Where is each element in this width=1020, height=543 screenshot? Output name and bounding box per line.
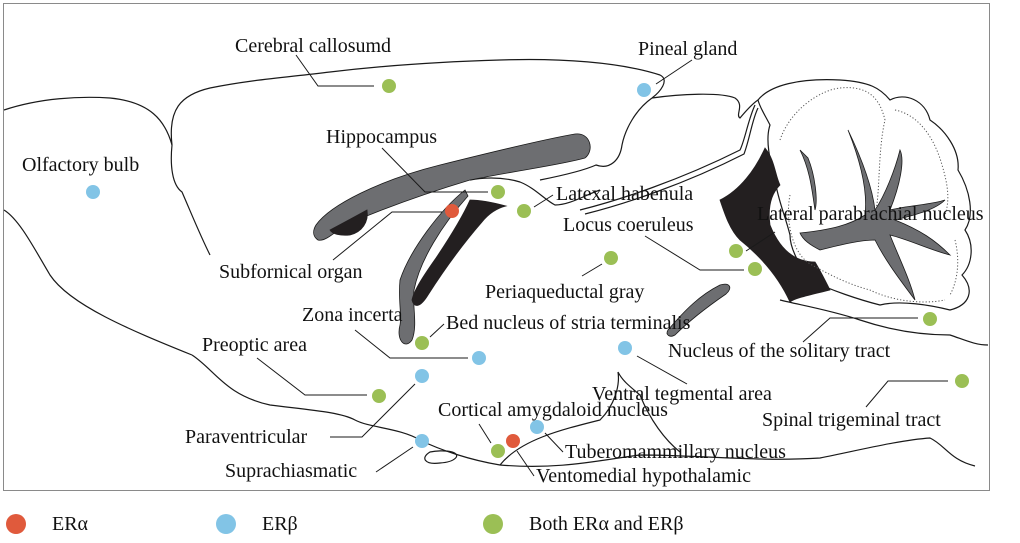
leader-tuberomammillary <box>544 432 564 453</box>
dot-cortical-amygdaloid <box>491 444 505 458</box>
leader-lateral-habenula <box>533 194 554 208</box>
leader-locus-coeruleus <box>644 235 744 271</box>
label-preoptic-area: Preoptic area <box>202 334 307 356</box>
anterior-commissure-shape <box>329 209 368 236</box>
leader-lateral-parabrachial <box>745 231 776 252</box>
legend-item-both: Both ERα and ERβ <box>483 511 684 537</box>
receptor-dots <box>86 79 969 458</box>
label-lateral-habenula: Latexal habenula <box>556 183 693 205</box>
aqueduct-outline <box>579 104 756 211</box>
dot-periaqueductal-gray <box>604 251 618 265</box>
label-tuberomammillary: Tuberomammillary nucleus <box>565 441 786 463</box>
leader-ventral-tegmental-area <box>636 355 688 385</box>
dot-lateral-parabrachial <box>729 244 743 258</box>
leader-subfornical-organ <box>332 211 442 261</box>
legend-item-era: ERα <box>6 511 88 537</box>
cerebellum-outline <box>757 79 972 311</box>
label-lateral-parabrachial: Lateral parabrachial nucleus <box>757 203 984 225</box>
brain-outline <box>3 58 989 467</box>
fourth-ventricle-shape <box>719 147 831 303</box>
label-suprachiasmatic: Suprachiasmatic <box>225 460 357 482</box>
label-cortical-amygdaloid: Cortical amygdaloid nucleus <box>438 399 668 421</box>
legend-label-erb: ERβ <box>262 512 298 535</box>
brainstem-outline <box>779 299 989 346</box>
label-paraventricular: Paraventricular <box>185 426 307 448</box>
fornix-shape <box>398 189 469 345</box>
ventral-outline <box>191 354 976 467</box>
leader-cerebral-callosum <box>295 54 374 87</box>
dot-ventromedial <box>506 434 520 448</box>
legend-label-both: Both ERα and ERβ <box>529 512 684 535</box>
legend-dot-era <box>6 514 26 534</box>
dot-zona-incerta <box>472 351 486 365</box>
mammillothalamic-tract-shape <box>666 283 731 337</box>
leader-paraventricular <box>330 383 416 438</box>
leader-pineal-gland <box>655 59 693 85</box>
midbrain-outline <box>651 93 759 119</box>
dot-bed-nucleus <box>415 336 429 350</box>
leader-suprachiasmatic <box>375 446 414 473</box>
leader-preoptic-area <box>256 357 367 396</box>
label-ventromedial: Ventomedial hypothalamic <box>536 465 751 487</box>
cerebellar-layer-2 <box>894 109 949 216</box>
dot-suprachiasmatic <box>415 434 429 448</box>
cortex-outline <box>170 58 665 146</box>
label-nucleus-solitary-tract: Nucleus of the solitary tract <box>668 340 891 362</box>
fimbria-shape <box>411 199 508 306</box>
region-labels: Cerebral callosumd Pineal gland Olfactor… <box>22 35 984 487</box>
colliculi-outline <box>539 97 653 181</box>
dot-hippocampus <box>491 185 505 199</box>
leader-spinal-trigeminal <box>865 380 948 408</box>
leader-bed-nucleus <box>429 323 445 338</box>
leader-cortical-amygdaloid <box>478 423 492 444</box>
legend-dot-erb <box>216 514 236 534</box>
label-periaqueductal-gray: Periaqueductal gray <box>485 281 644 303</box>
label-locus-coeruleus: Locus coeruleus <box>563 214 694 236</box>
figure-frame <box>3 3 990 491</box>
label-bed-nucleus: Bed nucleus of stria terminalis <box>446 312 691 334</box>
dot-preoptic-area <box>372 389 386 403</box>
corpus-callosum-shape <box>313 133 591 241</box>
pituitary-stalk-outline <box>499 371 681 466</box>
dot-tuberomammillary <box>530 420 544 434</box>
legend-dot-both <box>483 514 503 534</box>
cerebellar-lobule-shape <box>799 149 817 211</box>
dot-locus-coeruleus <box>748 262 762 276</box>
cerebellar-layer-4 <box>949 239 959 296</box>
leader-zona-incerta <box>354 329 468 359</box>
optic-chiasm-outline <box>424 450 458 464</box>
leader-ventromedial <box>516 450 535 477</box>
thalamus-outline <box>469 177 601 206</box>
label-subfornical-organ: Subfornical organ <box>219 261 363 283</box>
dot-cerebral-callosum <box>382 79 396 93</box>
dot-nucleus-solitary-tract <box>923 312 937 326</box>
dot-spinal-trigeminal <box>955 374 969 388</box>
leader-lines <box>256 54 948 477</box>
dot-paraventricular <box>415 369 429 383</box>
cerebellar-layer-1 <box>779 87 886 211</box>
arbor-vitae-shape <box>799 129 952 301</box>
legend-label-era: ERα <box>52 512 89 535</box>
dot-olfactory-bulb <box>86 185 100 199</box>
aqueduct-outline-2 <box>584 107 759 215</box>
label-spinal-trigeminal: Spinal trigeminal tract <box>762 409 941 431</box>
olfactory-bulb-lower-outline <box>3 209 193 356</box>
dot-lateral-habenula <box>517 204 531 218</box>
dot-subfornical-organ <box>445 204 459 218</box>
label-olfactory-bulb: Olfactory bulb <box>22 154 139 176</box>
leader-hippocampus <box>381 147 488 193</box>
label-pineal-gland: Pineal gland <box>638 38 737 60</box>
dot-ventral-tegmental-area <box>618 341 632 355</box>
legend-item-erb: ERβ <box>216 511 298 537</box>
dot-pineal-gland <box>637 83 651 97</box>
label-hippocampus: Hippocampus <box>326 126 437 148</box>
leader-nucleus-solitary-tract <box>802 317 918 343</box>
leader-periaqueductal-gray <box>581 263 603 277</box>
label-zona-incerta: Zona incerta <box>302 304 403 326</box>
olfactory-bulb-outline <box>3 96 211 256</box>
tissue-regions <box>313 87 959 345</box>
label-ventral-tegmental-area: Ventral tegmental area <box>592 383 772 405</box>
label-cerebral-callosum: Cerebral callosumd <box>235 35 391 57</box>
